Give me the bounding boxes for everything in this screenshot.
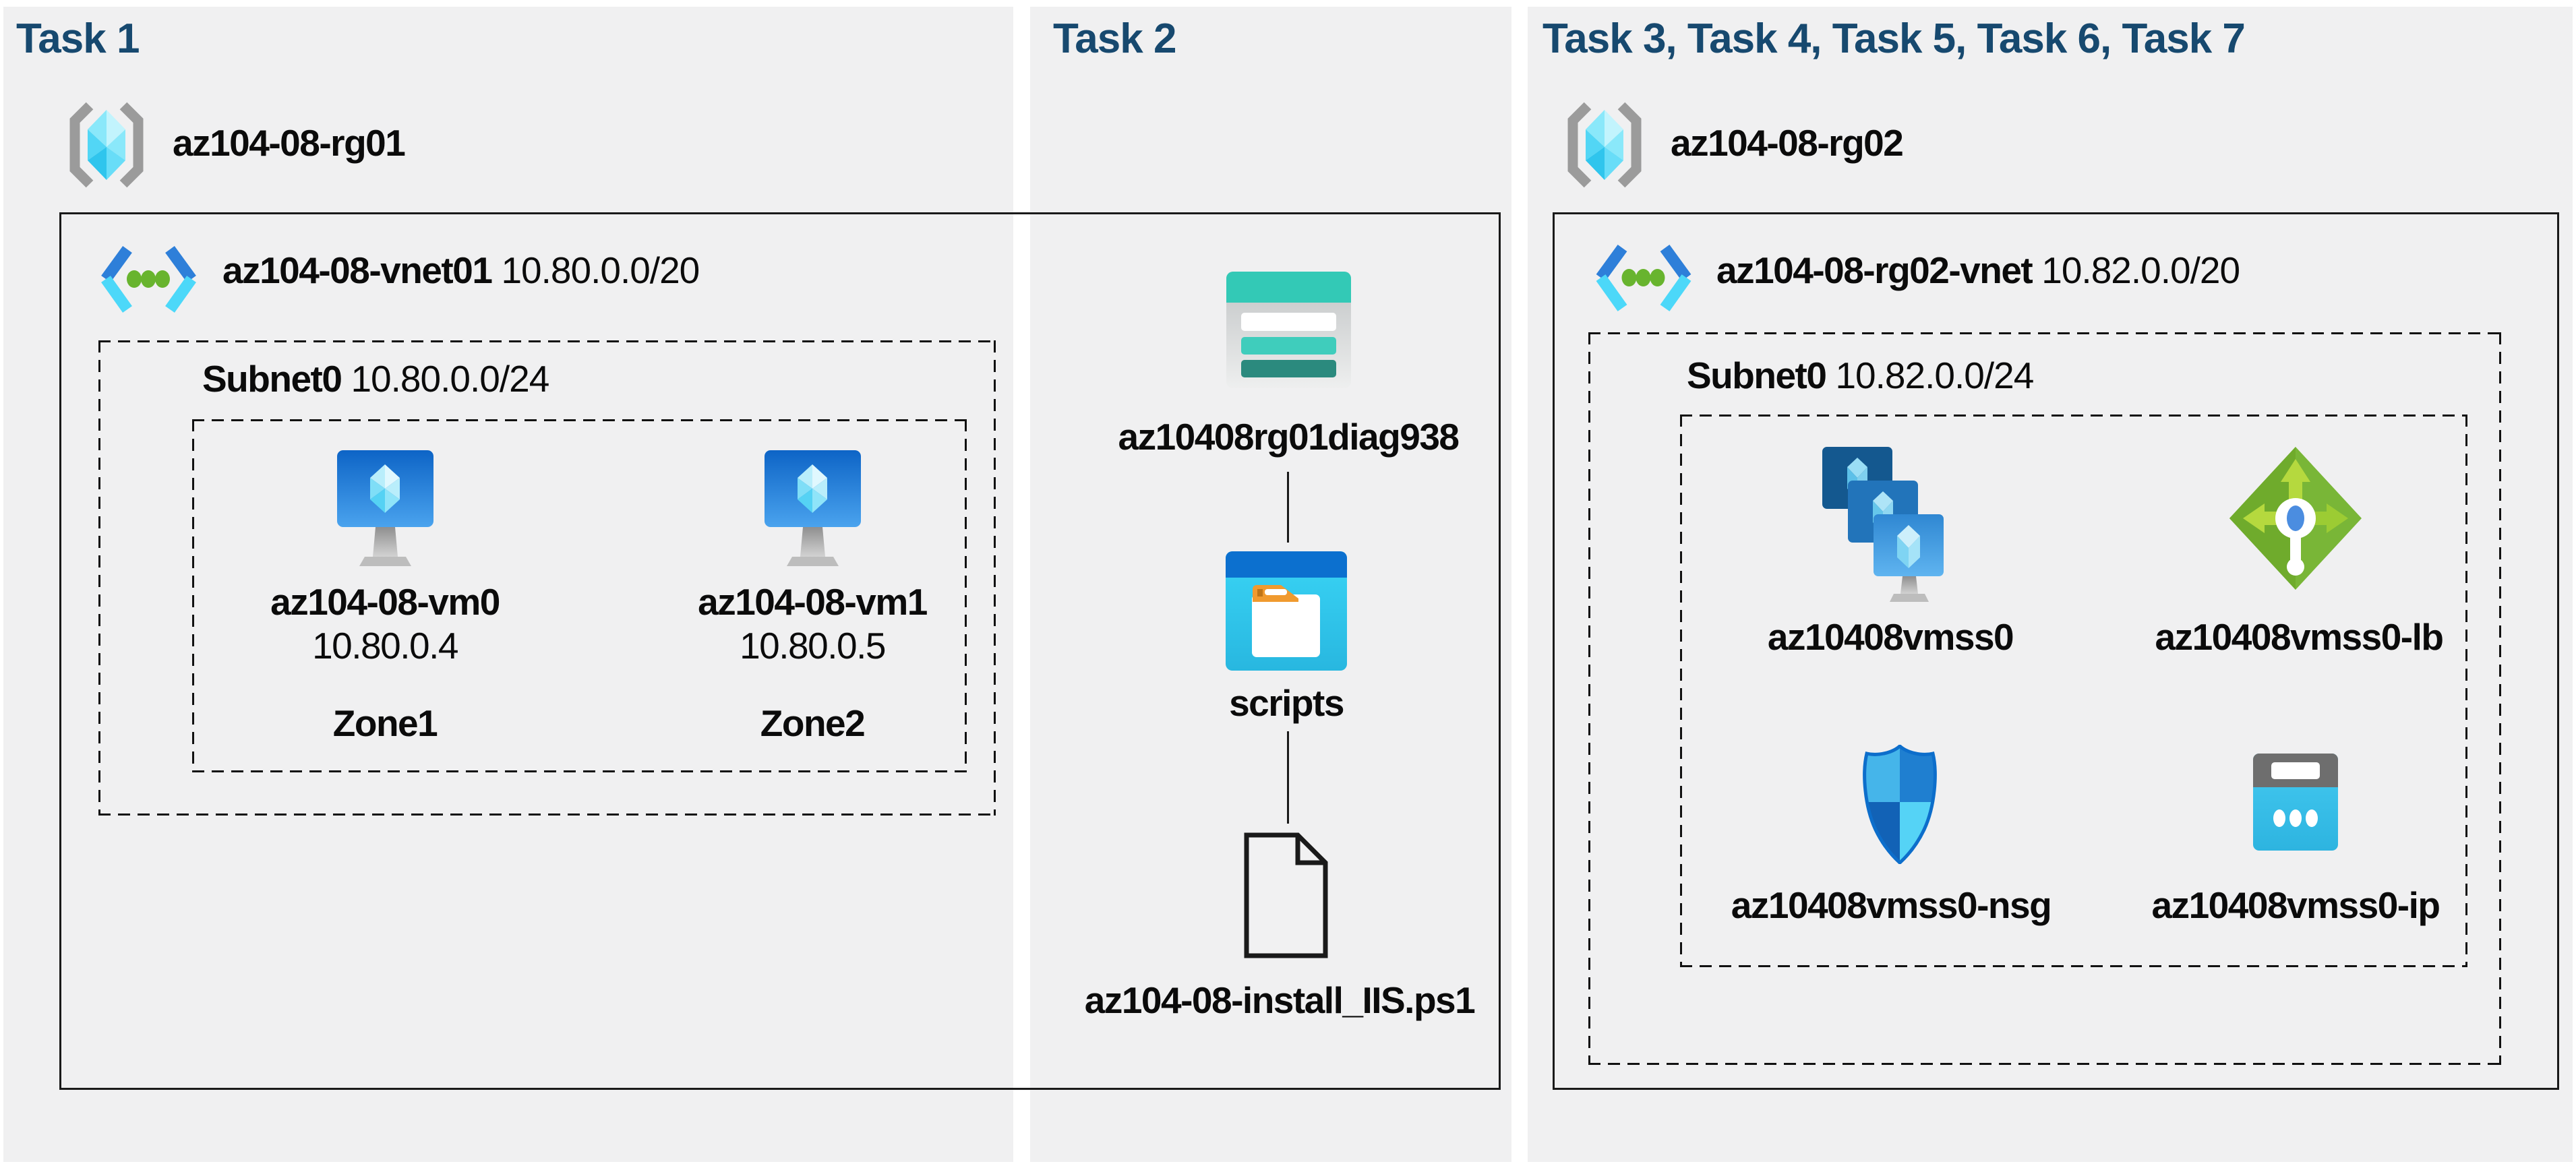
task2-title: Task 2 (1053, 16, 1176, 62)
rg02-vnet-cidr: 10.82.0.0/20 (2041, 249, 2240, 291)
resource-group-icon (1567, 102, 1642, 188)
subnet0-cidr-rg02: 10.82.0.0/24 (1835, 355, 2034, 396)
nsg-icon (1863, 745, 1937, 864)
virtual-network-icon (101, 246, 196, 313)
public-ip-icon (2253, 754, 2338, 851)
vm0-zone: Zone1 (332, 702, 438, 744)
load-balancer-icon (2229, 447, 2362, 590)
public-ip-label: az10408vmss0-ip (2151, 884, 2440, 926)
subnet0-name-rg02: Subnet0 (1687, 355, 1827, 396)
vm1-ip: 10.80.0.5 (740, 625, 886, 667)
load-balancer-label: az10408vmss0-lb (2155, 616, 2444, 658)
scripts-folder-icon (1226, 551, 1347, 671)
vm1-name: az104-08-vm1 (698, 581, 928, 623)
vnet01-cidr: 10.80.0.0/20 (501, 249, 700, 291)
storage-account-label: az10408rg01diag938 (1118, 416, 1460, 458)
rg02-vnet-name: az104-08-rg02-vnet (1716, 249, 2033, 291)
subnet0-cidr-rg01: 10.80.0.0/24 (351, 358, 549, 400)
subnet0-name-rg01: Subnet0 (202, 358, 342, 400)
scripts-folder-label: scripts (1229, 682, 1344, 724)
storage-account-icon (1226, 272, 1351, 388)
virtual-machine-icon (765, 450, 861, 566)
rg02-boundary-box (1553, 212, 2559, 1090)
nsg-label: az10408vmss0-nsg (1731, 884, 2052, 926)
rg01-boundary-box (59, 212, 1501, 1090)
script-file-label: az104-08-install_IIS.ps1 (1084, 979, 1476, 1021)
script-file-icon (1244, 832, 1328, 958)
rg01-label: az104-08-rg01 (173, 122, 406, 164)
vm1-zone: Zone2 (760, 702, 866, 744)
task1-title: Task 1 (16, 16, 140, 62)
task3-title: Task 3, Task 4, Task 5, Task 6, Task 7 (1542, 16, 2246, 62)
virtual-network-icon (1596, 245, 1691, 311)
resource-group-icon (69, 102, 144, 188)
connector-scripts-to-file (1287, 731, 1289, 824)
vnet01-name: az104-08-vnet01 (222, 249, 493, 291)
vmss-label: az10408vmss0 (1767, 616, 2014, 658)
connector-storage-to-scripts (1287, 472, 1289, 543)
virtual-machine-icon (337, 450, 433, 566)
vm0-name: az104-08-vm0 (270, 581, 500, 623)
rg02-label: az104-08-rg02 (1671, 122, 1904, 164)
vmss-icon (1822, 447, 1944, 602)
vm0-ip: 10.80.0.4 (312, 625, 458, 667)
